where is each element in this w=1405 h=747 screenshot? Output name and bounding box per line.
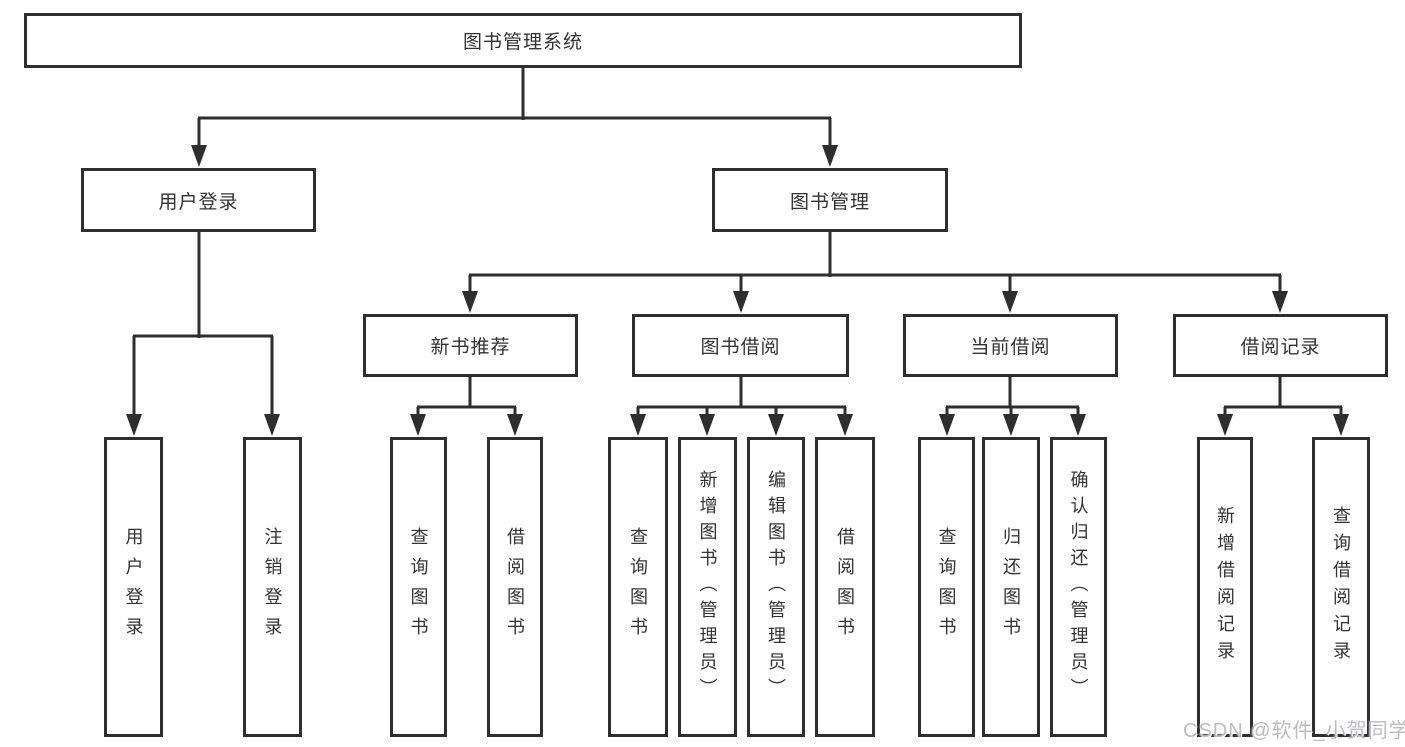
- node-user-login: 用户登录: [81, 168, 316, 232]
- leaf-nbr-query-books: 查询图书: [390, 437, 447, 737]
- leaf-nbr-borrow-books: 借阅图书: [487, 437, 543, 737]
- node-book-management: 图书管理: [712, 168, 948, 232]
- node-system-root: 图书管理系统: [24, 13, 1022, 68]
- leaf-cb-query-books: 查询图书: [918, 437, 975, 737]
- csdn-watermark: CSDN @软件_小贺同学: [1183, 720, 1405, 742]
- leaf-bb-borrow-books: 借阅图书: [815, 437, 875, 737]
- leaf-bb-query-books: 查询图书: [608, 437, 668, 737]
- leaf-user-login: 用户登录: [104, 437, 163, 737]
- node-new-book-recommendation: 新书推荐: [363, 314, 578, 377]
- leaf-cb-confirm-return-admin: 确认归还（管理员）: [1050, 437, 1107, 737]
- leaf-cb-return-books: 归还图书: [982, 437, 1040, 737]
- node-book-borrowing: 图书借阅: [632, 314, 849, 377]
- leaf-br-query-record: 查询借阅记录: [1312, 437, 1370, 737]
- leaf-br-add-record: 新增借阅记录: [1197, 437, 1253, 737]
- node-borrowing-records: 借阅记录: [1173, 314, 1388, 377]
- leaf-bb-edit-books-admin: 编辑图书（管理员）: [747, 437, 805, 737]
- leaf-bb-add-books-admin: 新增图书（管理员）: [678, 437, 737, 737]
- leaf-logout: 注销登录: [243, 437, 302, 737]
- node-current-borrowing: 当前借阅: [903, 314, 1118, 377]
